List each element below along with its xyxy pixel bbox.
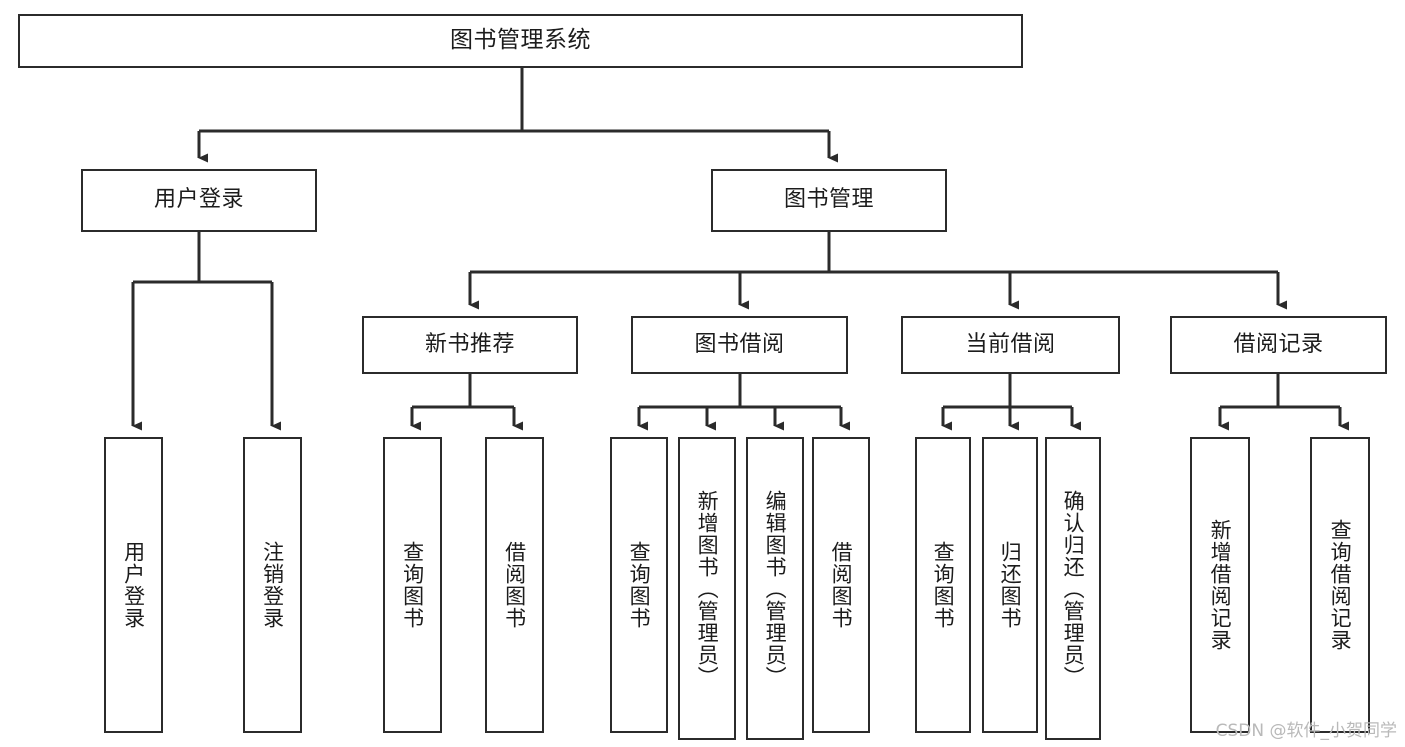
- node-current-borrow-label: 当前借阅: [965, 331, 1056, 357]
- node-book-management[interactable]: 图书管理: [711, 169, 947, 232]
- leaf-borrow-edit-book-admin[interactable]: 编辑图书（管理员）: [746, 437, 804, 740]
- node-current-borrow[interactable]: 当前借阅: [901, 316, 1120, 374]
- leaf-user-login-signin[interactable]: 用户登录: [104, 437, 163, 733]
- leaf-current-confirm-return-admin[interactable]: 确认归还（管理员）: [1045, 437, 1101, 740]
- leaf-current-query-book[interactable]: 查询图书: [915, 437, 971, 733]
- leaf-record-add-record-label: 新增借阅记录: [1208, 519, 1233, 651]
- node-root-system-label: 图书管理系统: [450, 27, 591, 54]
- leaf-current-query-book-label: 查询图书: [931, 541, 956, 629]
- leaf-current-confirm-return-admin-label: 确认归还（管理员）: [1061, 489, 1086, 688]
- leaf-user-login-logout-label: 注销登录: [260, 541, 285, 629]
- node-borrow-record-label: 借阅记录: [1233, 331, 1324, 357]
- node-book-borrow[interactable]: 图书借阅: [631, 316, 848, 374]
- leaf-recommend-query-book-label: 查询图书: [400, 541, 425, 629]
- leaf-borrow-query-book-label: 查询图书: [627, 541, 652, 629]
- leaf-record-query-record[interactable]: 查询借阅记录: [1310, 437, 1370, 733]
- leaf-borrow-edit-book-admin-label: 编辑图书（管理员）: [763, 489, 788, 688]
- leaf-user-login-signin-label: 用户登录: [121, 541, 146, 629]
- leaf-borrow-borrow-book-label: 借阅图书: [829, 541, 854, 629]
- leaf-record-add-record[interactable]: 新增借阅记录: [1190, 437, 1250, 733]
- leaf-record-query-record-label: 查询借阅记录: [1328, 519, 1353, 651]
- node-book-borrow-label: 图书借阅: [694, 331, 785, 357]
- node-new-book-recommend[interactable]: 新书推荐: [362, 316, 578, 374]
- leaf-current-return-book-label: 归还图书: [998, 541, 1023, 629]
- node-book-management-label: 图书管理: [783, 187, 874, 213]
- leaf-borrow-query-book[interactable]: 查询图书: [610, 437, 668, 733]
- leaf-borrow-add-book-admin[interactable]: 新增图书（管理员）: [678, 437, 736, 740]
- node-root-system[interactable]: 图书管理系统: [18, 14, 1023, 68]
- node-new-book-recommend-label: 新书推荐: [424, 331, 515, 357]
- node-user-login[interactable]: 用户登录: [81, 169, 317, 232]
- leaf-current-return-book[interactable]: 归还图书: [982, 437, 1038, 733]
- leaf-borrow-add-book-admin-label: 新增图书（管理员）: [695, 489, 720, 688]
- leaf-recommend-borrow-book-label: 借阅图书: [502, 541, 527, 629]
- leaf-recommend-query-book[interactable]: 查询图书: [383, 437, 442, 733]
- leaf-borrow-borrow-book[interactable]: 借阅图书: [812, 437, 870, 733]
- node-user-login-label: 用户登录: [153, 187, 244, 213]
- node-borrow-record[interactable]: 借阅记录: [1170, 316, 1387, 374]
- leaf-user-login-logout[interactable]: 注销登录: [243, 437, 302, 733]
- leaf-recommend-borrow-book[interactable]: 借阅图书: [485, 437, 544, 733]
